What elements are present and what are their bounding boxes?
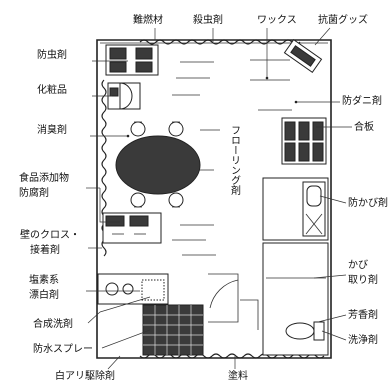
bookshelf-top-left <box>105 44 159 76</box>
label-cosmetics: 化粧品 <box>37 83 67 96</box>
label-antibacterial-goods: 抗菌グッズ <box>318 13 368 26</box>
label-fragrance: 芳香剤 <box>348 308 378 321</box>
label-food-additive-2: 防腐剤 <box>19 186 49 199</box>
label-paint: 塗料 <box>228 369 248 382</box>
label-insecticide: 殺虫剤 <box>193 13 223 26</box>
label-cleaning-agent: 洗浄剤 <box>348 333 378 346</box>
label-insect-repellent: 防虫剤 <box>37 48 67 61</box>
label-ant-repellent: 白アリ駆除剤 <box>55 369 115 382</box>
label-flame-retardant: 難燃材 <box>133 13 163 26</box>
label-mold-remover-2: 取り剤 <box>348 273 378 286</box>
label-waterproof-spray: 防水スプレー <box>33 342 93 355</box>
label-mold-prevention: 防かび剤 <box>348 196 388 209</box>
plywood-cabinet <box>281 117 327 165</box>
antibacterial-item <box>283 38 323 74</box>
kitchen-counter <box>102 212 162 244</box>
label-plywood: 合板 <box>354 120 374 133</box>
tiled-floor <box>142 304 204 356</box>
entrance-door <box>208 273 259 330</box>
label-synthetic-detergent: 合成洗剤 <box>33 317 73 330</box>
label-food-additive-1: 食品添加物 <box>19 171 69 184</box>
label-mold-remover-1: かび <box>348 259 368 271</box>
laundry-area <box>97 273 169 305</box>
toilet-room <box>262 242 329 356</box>
chair <box>130 121 184 208</box>
label-deodorant: 消臭剤 <box>37 123 67 136</box>
dining-table <box>115 121 201 208</box>
label-wall-cloth-2: 接着剤 <box>30 243 60 256</box>
bathroom <box>262 177 329 241</box>
dresser <box>107 82 141 110</box>
label-mite-repellent: 防ダニ剤 <box>342 94 382 107</box>
leader-lines <box>86 27 352 370</box>
label-chlorine-bleach-2: 漂白剤 <box>29 288 59 301</box>
label-wax: ワックス <box>257 14 297 26</box>
label-wall-cloth-1: 壁のクロス・ <box>20 228 80 241</box>
label-chlorine-bleach-1: 塩素系 <box>29 273 59 286</box>
label-flooring-agent: フローリング剤 <box>229 125 241 196</box>
